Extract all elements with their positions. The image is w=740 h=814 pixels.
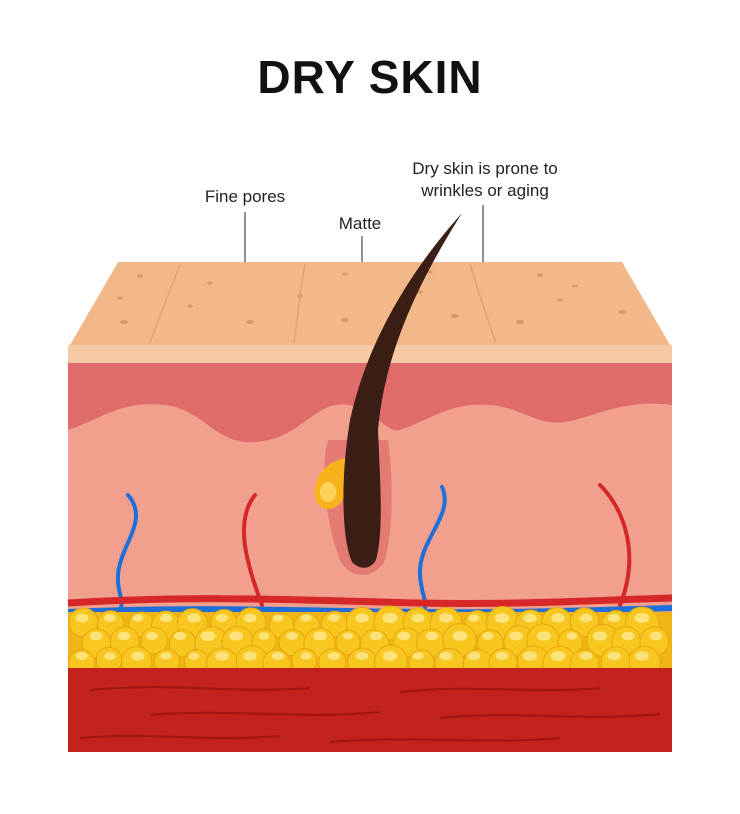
fat-cell-highlight [411,613,425,623]
fat-cell-highlight [312,631,328,641]
fat-cell-highlight [328,614,340,622]
fat-cell-highlight [216,614,228,622]
fat-cell-highlight [522,651,538,661]
surface-pores [117,270,626,324]
dry-skin-label: Dry skin is prone to wrinkles or aging [390,158,580,202]
artery-right [598,483,632,607]
skin-surface [70,262,670,345]
fat-cell-highlight [327,651,341,661]
fat-cell-highlight [228,631,244,641]
fat-cell-highlight [607,651,621,661]
fat-cell-highlight [425,631,439,641]
fat-cell-highlight [342,632,354,640]
fat-cell-highlight [397,631,411,641]
fat-cell-highlight [382,651,398,661]
fat-cell-highlight [188,652,200,660]
fat-cell-highlight [159,613,173,623]
dry-skin-label-line2: wrinkles or aging [421,181,549,200]
fat-cell-highlight [369,631,383,641]
fat-cell-highlight [550,650,566,662]
dry-skin-label-line1: Dry skin is prone to [412,159,558,178]
fat-cell-highlight [482,632,494,640]
fat-cell-highlight [300,652,312,660]
fat-cell-highlight [579,613,593,623]
matte-label: Matte [338,214,382,233]
fat-cell-highlight [649,631,663,641]
fat-cell-highlight [523,613,537,623]
fat-cell-highlight [439,651,453,661]
fat-cell-highlight [271,651,285,661]
fat-cell-highlight [355,651,369,661]
fine-pores-label: Fine pores [204,187,286,206]
fat-cell-highlight [258,632,270,640]
fat-cell-highlight [412,652,424,660]
fat-cell-highlight [467,651,481,661]
epidermis-band [68,345,672,363]
fat-cell-highlight [579,651,593,661]
fat-cell-highlight [634,612,650,624]
sebaceous-gland-highlight [320,482,336,502]
fat-cell-highlight [494,613,510,623]
fat-cell-highlight [634,651,650,661]
fat-cell-highlight [452,631,468,641]
fat-cell-highlight [187,613,201,623]
fat-cell-highlight [200,630,216,642]
fat-cell-highlight [621,631,635,641]
fat-cell-highlight [566,632,578,640]
fat-cell-highlight [509,631,523,641]
fat-cell-highlight [76,652,88,660]
fat-cell-highlight [592,631,608,641]
fat-cell-highlight [117,631,131,641]
fat-cell-highlight [173,631,187,641]
fat-cell-highlight [607,613,621,623]
fat-cell-highlight [551,613,565,623]
fat-cell-highlight [438,613,454,623]
fat-cell-highlight [300,614,312,622]
fat-cell-highlight [146,632,158,640]
fat-cell-highlight [160,652,172,660]
fat-cell-highlight [214,651,230,661]
fat-cell-highlight [131,651,145,661]
fat-cell-highlight [355,613,369,623]
surface-wrinkles [149,263,497,344]
fat-cell-highlight [536,631,552,641]
fat-cell-highlight [382,612,398,624]
fat-cell-highlight [89,631,103,641]
fat-cell-highlight [104,652,116,660]
fat-cell-highlight [75,613,89,623]
fat-cell-highlight [272,614,284,622]
fat-cell-highlight [132,614,144,622]
muscle-layer [68,668,672,752]
artery-left [241,493,264,607]
artery-horizontal [67,594,673,607]
muscle-fibers [79,686,661,743]
fat-cell-highlight [286,632,298,640]
page-title: DRY SKIN [257,51,483,103]
fat-cell-highlight [495,651,509,661]
fat-cell-highlight [243,613,257,623]
fat-cell-highlight [468,614,480,622]
hair-shaft [343,213,462,568]
fat-cell-highlight [104,614,116,622]
fat-cell-highlight [242,651,258,661]
